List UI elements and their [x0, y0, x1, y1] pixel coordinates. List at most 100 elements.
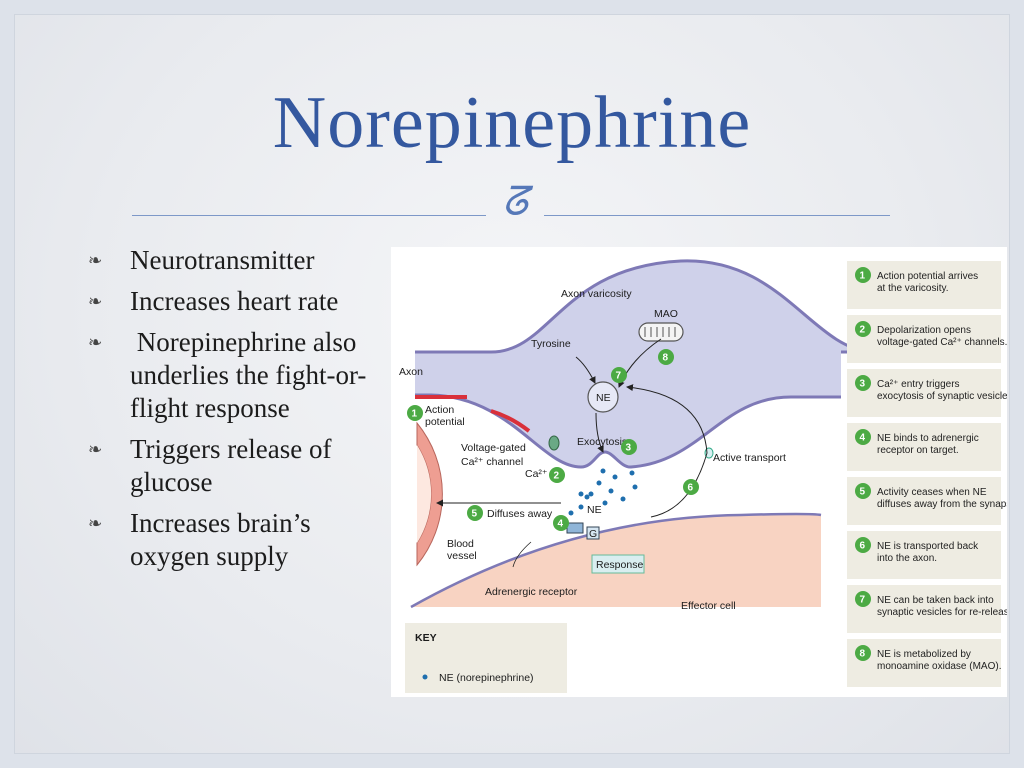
- key-box: [405, 623, 567, 693]
- exocytosis-arrow: [595, 412, 604, 453]
- bullet-marker-icon: ❧: [88, 514, 102, 533]
- label-action-2: potential: [425, 416, 465, 428]
- bullet-marker-icon: ❧: [88, 292, 102, 311]
- step-number: 8: [860, 649, 866, 660]
- step-text-line: diffuses away from the synapse.: [877, 499, 1007, 510]
- action-potential-wave: [490, 409, 531, 433]
- adrenergic-receptor-shape: [566, 522, 584, 534]
- bullet-text: Increases heart rate: [130, 286, 339, 316]
- label-voltage-gated-2: Ca²⁺ channel: [461, 456, 523, 468]
- step-number: 6: [860, 541, 866, 552]
- step-text-line: NE is metabolized by: [877, 649, 971, 660]
- diagram-badge-1: 1: [412, 409, 418, 420]
- step-row: [847, 423, 1001, 471]
- label-exocytosis: Exocytosis: [577, 436, 627, 448]
- step-row: [847, 261, 1001, 309]
- step-number: 1: [860, 271, 866, 282]
- step-text-line: at the varicosity.: [877, 283, 949, 294]
- bullet-text: Norepinephrine also underlies the fight-…: [130, 327, 367, 423]
- step-text-line: NE can be taken back into: [877, 595, 994, 606]
- diagram-badge-2: 2: [554, 471, 560, 482]
- bullet-item: ❧Neurotransmitter: [88, 244, 378, 277]
- step-text-line: Depolarization opens: [877, 325, 971, 336]
- step-row: [847, 531, 1001, 579]
- step-badge: [855, 645, 871, 661]
- step-text-line: NE binds to adrenergic: [877, 433, 979, 444]
- label-ne-cleft: NE: [587, 504, 602, 516]
- label-blood-2: vessel: [447, 550, 477, 562]
- calcium-channel: [548, 435, 560, 451]
- step-row: [847, 585, 1001, 633]
- axon-membrane-bottom: [415, 393, 841, 469]
- label-ca2: Ca²⁺: [525, 468, 548, 480]
- step-text-line: exocytosis of synaptic vesicles.: [877, 391, 1007, 402]
- vessel-lumen: [417, 445, 432, 543]
- step-text-line: synaptic vesicles for re-release.: [877, 607, 1007, 618]
- receptor-pointer: [512, 541, 532, 568]
- diagram-step-badges: 1 2 3 4 5 6 7 8: [407, 349, 699, 531]
- bullet-marker-icon: ❧: [88, 333, 102, 352]
- step-number: 3: [860, 379, 866, 390]
- label-axon-varicosity: Axon varicosity: [561, 288, 632, 300]
- step-number: 7: [860, 595, 866, 606]
- step-row: [847, 315, 1001, 363]
- label-axon: Axon: [399, 366, 423, 378]
- step-text-line: into the axon.: [877, 553, 937, 564]
- key-item: NE (norepinephrine): [439, 672, 534, 684]
- step-badge: [855, 537, 871, 553]
- diagram-badge-3: 3: [626, 443, 632, 454]
- label-response: Response: [596, 559, 643, 571]
- label-g-protein: G: [589, 528, 597, 540]
- ne-molecules: [560, 468, 638, 528]
- step-text-line: receptor on target.: [877, 445, 959, 456]
- response-box: [591, 554, 645, 574]
- diagram-svg: Axon varicosity MAO Tyrosine Axon Action…: [399, 259, 1007, 693]
- label-adrenergic-receptor: Adrenergic receptor: [485, 586, 578, 598]
- label-blood-1: Blood: [447, 538, 474, 550]
- step-number: 4: [860, 433, 866, 444]
- diagram-badge-7: 7: [616, 371, 622, 382]
- steps-panel: 1 Action potential arrives at the varico…: [847, 261, 1007, 687]
- bullet-marker-icon: ❧: [88, 251, 102, 270]
- step-row: [847, 369, 1001, 417]
- step-badge: [855, 483, 871, 499]
- diagram-badge-5: 5: [472, 509, 478, 520]
- tyrosine-arrow: [575, 356, 596, 384]
- ornament-icon: ᘔ: [502, 179, 528, 224]
- step-text-line: Ca²⁺ entry triggers: [877, 379, 960, 390]
- bullet-item: ❧ Triggers release of glucose: [88, 433, 378, 499]
- slide-title: Norepinephrine: [272, 82, 752, 164]
- effector-membrane: [410, 512, 822, 609]
- step-row: [847, 477, 1001, 525]
- step-badge: [855, 321, 871, 337]
- step-number: 2: [860, 325, 866, 336]
- bullet-item: ❧ Increases brain’s oxygen supply: [88, 507, 378, 573]
- mitochondrion: [638, 322, 684, 342]
- step-row: [847, 639, 1001, 687]
- step-badge: [855, 591, 871, 607]
- step-text-line: Activity ceases when NE: [877, 487, 987, 498]
- bullet-text: Increases brain’s oxygen supply: [130, 508, 311, 571]
- mitochondrion-cristae: [644, 327, 676, 337]
- key-title: KEY: [415, 632, 437, 644]
- label-diffuses-away: Diffuses away: [487, 508, 553, 520]
- diagram-badge-4: 4: [558, 519, 564, 530]
- axon-varicosity: [415, 260, 871, 468]
- step-number: 5: [860, 487, 866, 498]
- bullet-item: ❧ Norepinephrine also underlies the figh…: [88, 326, 378, 425]
- label-voltage-gated-1: Voltage-gated: [461, 442, 526, 454]
- label-ne-vesicle: NE: [596, 392, 611, 404]
- bullet-marker-icon: ❧: [88, 440, 102, 459]
- label-mao: MAO: [654, 308, 678, 320]
- diagram-badge-6: 6: [688, 483, 694, 494]
- bullet-item: ❧ Increases heart rate: [88, 285, 378, 318]
- title-rule-left: [132, 215, 486, 216]
- label-active-transport: Active transport: [713, 452, 786, 464]
- step-text-line: monoamine oxidase (MAO).: [877, 661, 1002, 672]
- bullet-text: Triggers release of glucose: [130, 434, 332, 497]
- step-badge: [855, 375, 871, 391]
- label-tyrosine: Tyrosine: [531, 338, 571, 350]
- step-text-line: voltage-gated Ca²⁺ channels.: [877, 337, 1007, 348]
- synaptic-vesicle: [587, 381, 619, 413]
